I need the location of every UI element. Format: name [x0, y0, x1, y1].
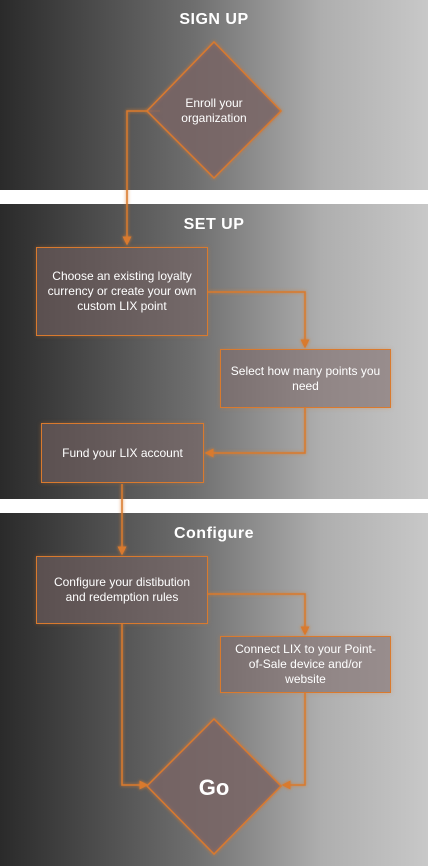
go-diamond	[145, 717, 283, 856]
fund-account-box: Fund your LIX account	[41, 423, 204, 483]
connect-pos-box: Connect LIX to your Point-of-Sale device…	[220, 636, 391, 693]
configure-rules-box: Configure your distibution and redemptio…	[36, 556, 208, 624]
select-points-box: Select how many points you need	[220, 349, 391, 408]
go-label: Go	[198, 774, 230, 800]
choose-currency-box: Choose an existing loyalty currency or c…	[36, 247, 208, 336]
section-title-setup: SET UP	[183, 216, 245, 233]
connector-choose-select	[208, 291, 310, 349]
connector-select-fund	[204, 408, 306, 458]
section-title-configure: Configure	[173, 525, 255, 542]
section-title-signup: SIGN UP	[179, 11, 249, 28]
connector-configure-go	[121, 624, 149, 790]
enroll-label: Enroll your organization	[181, 96, 247, 125]
connector-connect-go	[281, 693, 306, 790]
connector-configure-connect	[208, 593, 310, 636]
enroll-diamond	[145, 40, 283, 180]
